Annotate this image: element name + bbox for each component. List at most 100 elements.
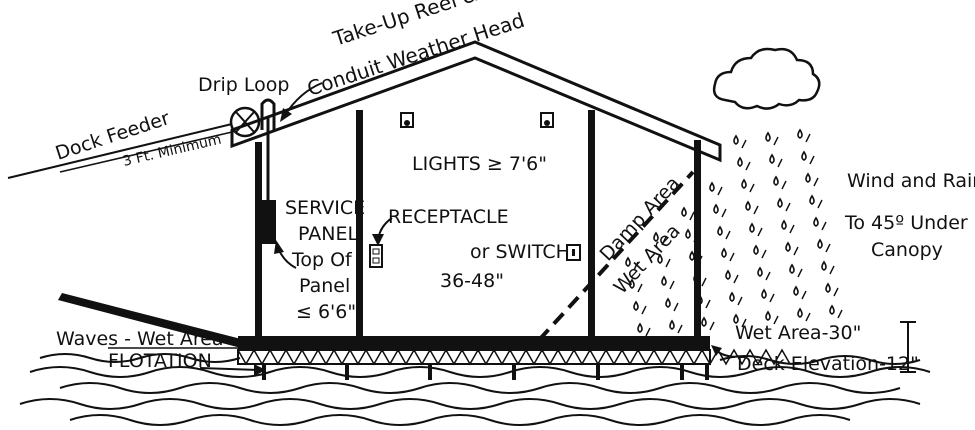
rain-streak: [745, 161, 751, 171]
rain-drop: [725, 269, 731, 280]
rain-streak: [705, 299, 711, 309]
elevation-bracket: [900, 321, 916, 373]
label-service-panel-4: Panel: [299, 275, 350, 297]
rain-drop: [689, 250, 695, 261]
rain-streak: [737, 296, 743, 306]
rain-drop: [701, 316, 707, 327]
rain-streak: [761, 249, 767, 259]
dock-feeder-line: [7, 123, 233, 179]
label-height-range: 36-48": [440, 270, 504, 292]
rain-drop: [721, 247, 727, 258]
rain-streak: [669, 280, 675, 290]
rain-streak: [709, 321, 715, 331]
label-service-panel-3: Top Of: [291, 249, 353, 271]
rain-drop: [821, 260, 827, 271]
rain-drop: [629, 278, 635, 289]
rain-streak: [661, 236, 667, 246]
rain-streak: [785, 202, 791, 212]
light-fixture-right: [540, 112, 554, 128]
damp-wet-boundary: [537, 170, 695, 342]
rain-streak: [673, 302, 679, 312]
rain-streak: [797, 268, 803, 278]
rain-drop: [781, 219, 787, 230]
arrow-service-panel: [274, 240, 297, 269]
label-lights: LIGHTS ≥ 7'6": [412, 153, 547, 175]
rain-streak: [833, 287, 839, 297]
rain-drop: [813, 216, 819, 227]
rain-streak: [829, 265, 835, 275]
rain-drop: [741, 178, 747, 189]
rain-streak: [777, 158, 783, 168]
label-waves-wet-area: Waves - Wet Area: [56, 328, 224, 350]
rain-streak: [753, 205, 759, 215]
rain-drop: [637, 322, 643, 333]
rain-streak: [717, 186, 723, 196]
label-or-switch: or SWITCH: [470, 241, 570, 263]
rain-drop: [657, 253, 663, 264]
label-wind-rain: Wind and Rain: [847, 170, 975, 192]
rain-streak: [729, 252, 735, 262]
rain-streak: [637, 283, 643, 293]
rain-drop: [817, 238, 823, 249]
label-flotation: FLOTATION: [108, 350, 212, 372]
service-panel: [262, 118, 276, 244]
rain-drop: [625, 256, 631, 267]
rain-streak: [813, 177, 819, 187]
rain-drop: [669, 319, 675, 330]
rain-streak: [633, 261, 639, 271]
rain-drop: [785, 241, 791, 252]
rain-drop: [757, 266, 763, 277]
rain-drop: [685, 228, 691, 239]
rain-streak: [641, 305, 647, 315]
arrow-take-up-reel: [280, 82, 323, 122]
rain-streak: [721, 208, 727, 218]
rain-drop: [697, 294, 703, 305]
rain-drop: [729, 291, 735, 302]
rain-streak: [701, 277, 707, 287]
rain-streak: [809, 155, 815, 165]
light-fixture-left: [400, 112, 414, 128]
rain-drop: [773, 175, 779, 186]
rain-streak: [769, 293, 775, 303]
label-wet-area-30: Wet Area-30": [735, 322, 861, 344]
label-receptacle: RECEPTACLE: [388, 206, 509, 228]
rain-streak: [677, 324, 683, 334]
rain-drop: [709, 181, 715, 192]
rain-streak: [805, 133, 811, 143]
rain-drop: [633, 300, 639, 311]
rain-streak: [765, 271, 771, 281]
rain-drop: [761, 288, 767, 299]
rain-streak: [749, 183, 755, 193]
rain-drop: [693, 272, 699, 283]
rain-streak: [817, 199, 823, 209]
label-drip-loop: Drip Loop: [198, 74, 289, 96]
take-up-reel: [229, 106, 261, 138]
rain-drop: [797, 128, 803, 139]
label-under-canopy-2: Canopy: [871, 239, 943, 261]
rain-streak: [697, 255, 703, 265]
rain-drop: [765, 131, 771, 142]
rain-drop: [797, 307, 803, 318]
rain-drop: [801, 150, 807, 161]
rain-drop: [789, 263, 795, 274]
rain-streak: [645, 327, 651, 337]
rain-cloud-icon: [712, 47, 821, 110]
water-waves: [19, 353, 931, 426]
rain-drop: [745, 200, 751, 211]
rain-streak: [789, 224, 795, 234]
rain-drop: [793, 285, 799, 296]
rain-drop: [825, 282, 831, 293]
rain-streak: [757, 227, 763, 237]
rain-drop: [805, 172, 811, 183]
roof: [230, 40, 722, 163]
arrow-flotation: [199, 364, 266, 376]
label-under-canopy-1: To 45º Under: [844, 212, 968, 234]
rain-drop: [733, 134, 739, 145]
label-service-panel-5: ≤ 6'6": [296, 301, 356, 323]
rain-drop: [653, 231, 659, 242]
rain-drop: [717, 225, 723, 236]
rain-drops: [625, 128, 843, 337]
dock-ramp: [58, 293, 245, 348]
rain-drop: [733, 313, 739, 324]
